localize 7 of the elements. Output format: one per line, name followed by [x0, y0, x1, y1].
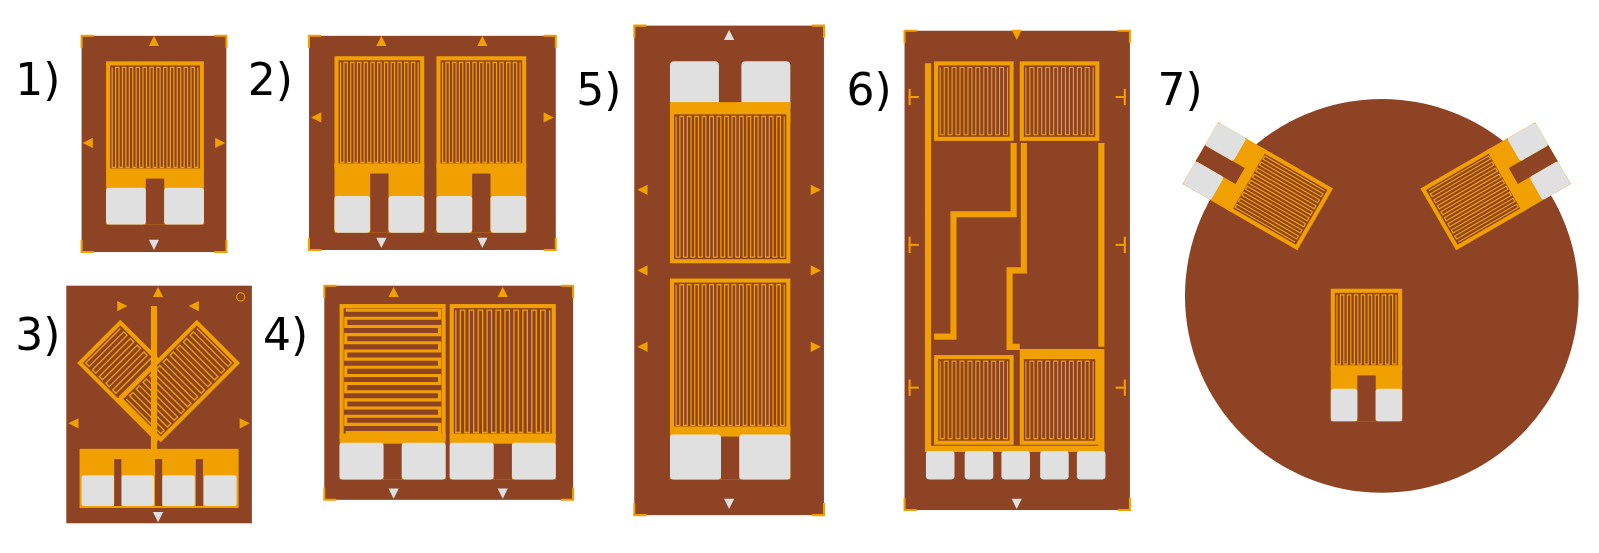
- panel-number: 1): [15, 56, 61, 105]
- panel-number: 4): [263, 311, 309, 359]
- panel-number: 3): [15, 311, 61, 359]
- panel-number: 6): [846, 66, 892, 115]
- panel-number: 2): [247, 56, 293, 105]
- panel-number: 7): [1157, 66, 1203, 115]
- panel-number: 5): [576, 66, 622, 115]
